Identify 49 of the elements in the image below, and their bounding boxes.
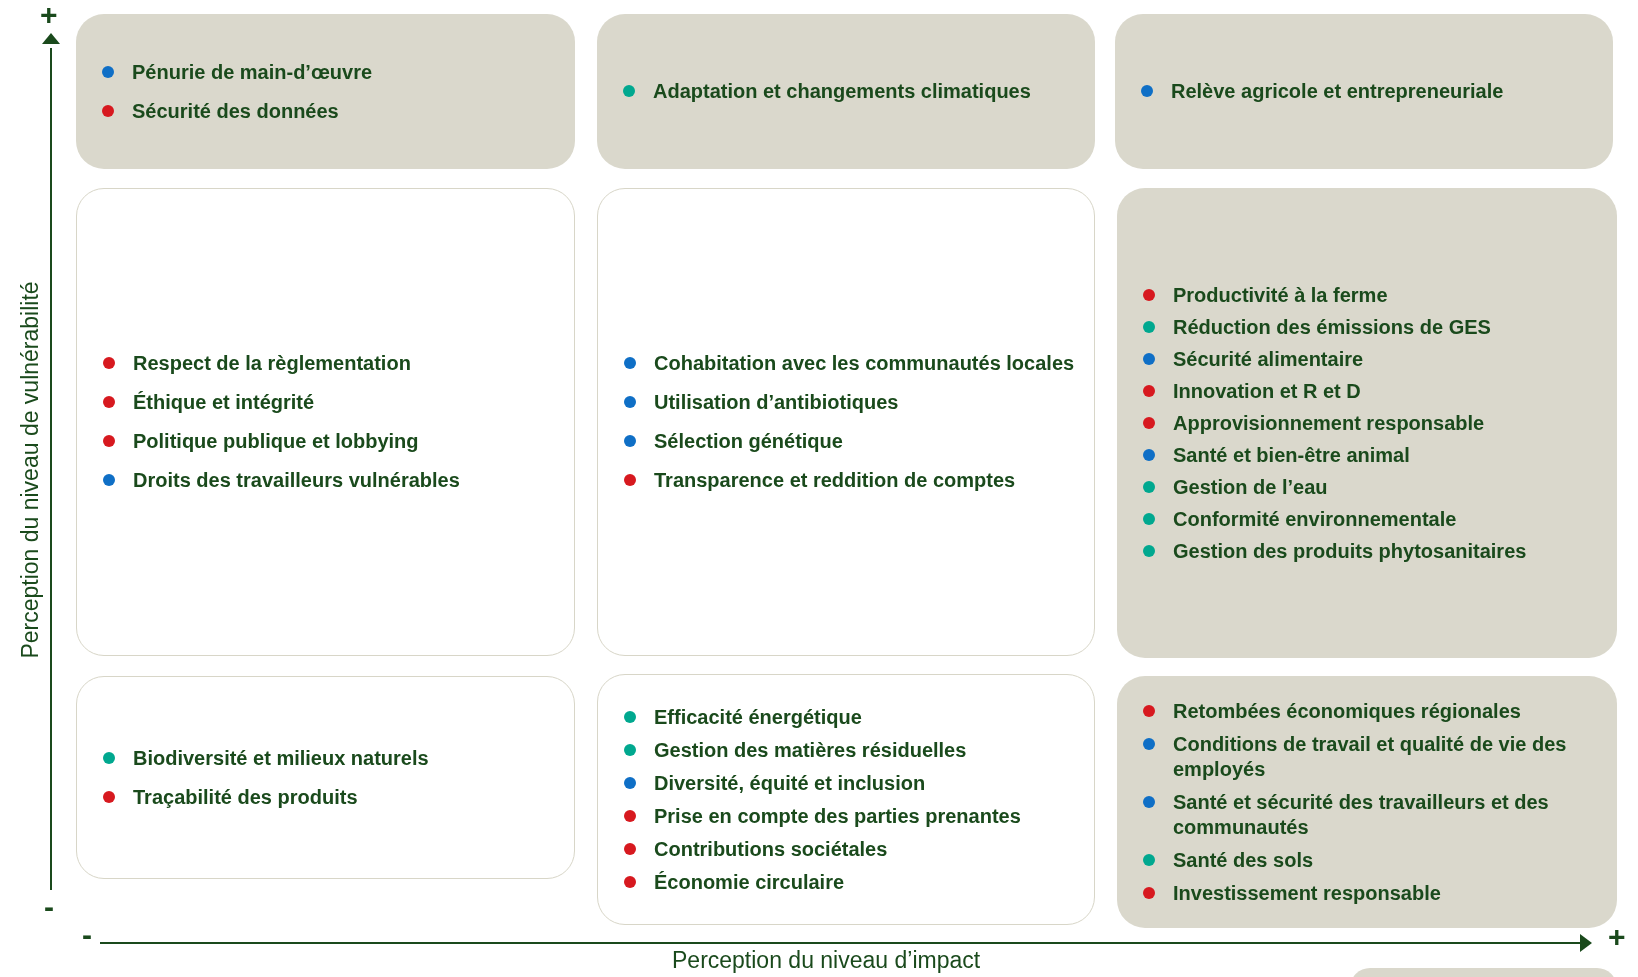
issue-text: Diversité, équité et inclusion	[654, 770, 926, 796]
issue-text: Cohabitation avec les communautés locales	[654, 351, 1075, 376]
quadrant-panel	[1115, 14, 1613, 169]
axis-title: Perception du niveau d’impact	[672, 949, 981, 972]
issue-text: Efficacité énergétique	[654, 704, 862, 730]
issue-text: Santé et bien-être animal	[1173, 442, 1410, 468]
issue-text: Respect de la règlementation	[133, 351, 411, 376]
issue-text: Santé des sols	[1173, 847, 1314, 873]
axis-title: Perception du niveau de vulnérabilité	[15, 281, 44, 659]
issue-text: Sécurité des données	[132, 98, 339, 124]
axis-end-sign: -	[44, 892, 54, 922]
issue-text: Gestion des matières résiduelles	[654, 737, 967, 763]
issue-text: Droits des travailleurs vulnérables	[133, 468, 460, 493]
issue-text: Réduction des émissions de GES	[1173, 314, 1491, 340]
quadrant-panel	[76, 676, 575, 879]
issue-text: Pénurie de main-d’œuvre	[132, 59, 373, 85]
issue-text: Biodiversité et milieux naturels	[133, 745, 429, 771]
issue-text: Retombées économiques régionales	[1173, 698, 1521, 724]
issue-text: Utilisation d’antibiotiques	[654, 390, 899, 415]
issue-text: Investissement responsable	[1173, 880, 1441, 906]
axis-end-sign: -	[82, 920, 92, 950]
issue-text: Transparence et reddition de comptes	[654, 468, 1016, 493]
issue-text: Contributions sociétales	[654, 836, 888, 862]
issue-text: Gestion de l’eau	[1173, 474, 1328, 500]
quadrant-panel	[597, 188, 1095, 656]
issue-text: Économie circulaire	[654, 869, 845, 895]
issue-text: Productivité à la ferme	[1173, 282, 1388, 308]
issue-text: Politique publique et lobbying	[133, 429, 419, 454]
issue-text: Sécurité alimentaire	[1173, 346, 1364, 372]
quadrant-panel	[76, 14, 575, 169]
quadrant-panel	[597, 14, 1095, 169]
issue-text: Traçabilité des produits	[133, 784, 358, 810]
issue-text: Santé et sécurité des travailleurs et des communautés	[1173, 789, 1550, 840]
issue-text: Gestion des produits phytosanitaires	[1173, 538, 1527, 564]
quadrant-panel	[597, 674, 1095, 925]
issue-text: Sélection génétique	[654, 429, 843, 454]
quadrant-panel	[76, 188, 575, 656]
issue-text: Conformité environnementale	[1173, 506, 1457, 532]
quadrant-panel	[1117, 676, 1617, 928]
issue-text: Approvisionnement responsable	[1173, 410, 1485, 436]
axis-end-sign: +	[1608, 922, 1626, 952]
issue-text: Éthique et intégrité	[133, 390, 315, 415]
issue-text: Relève agricole et entrepreneuriale	[1171, 79, 1504, 104]
issue-text: Adaptation et changements climatiques	[653, 79, 1031, 104]
axis-end-sign: +	[40, 0, 58, 30]
issue-text: Conditions de travail et qualité de vie des employés	[1173, 731, 1568, 782]
quadrant-panel	[1117, 188, 1617, 658]
issue-text: Innovation et R et D	[1173, 378, 1361, 404]
issue-text: Prise en compte des parties prenantes	[654, 803, 1021, 829]
